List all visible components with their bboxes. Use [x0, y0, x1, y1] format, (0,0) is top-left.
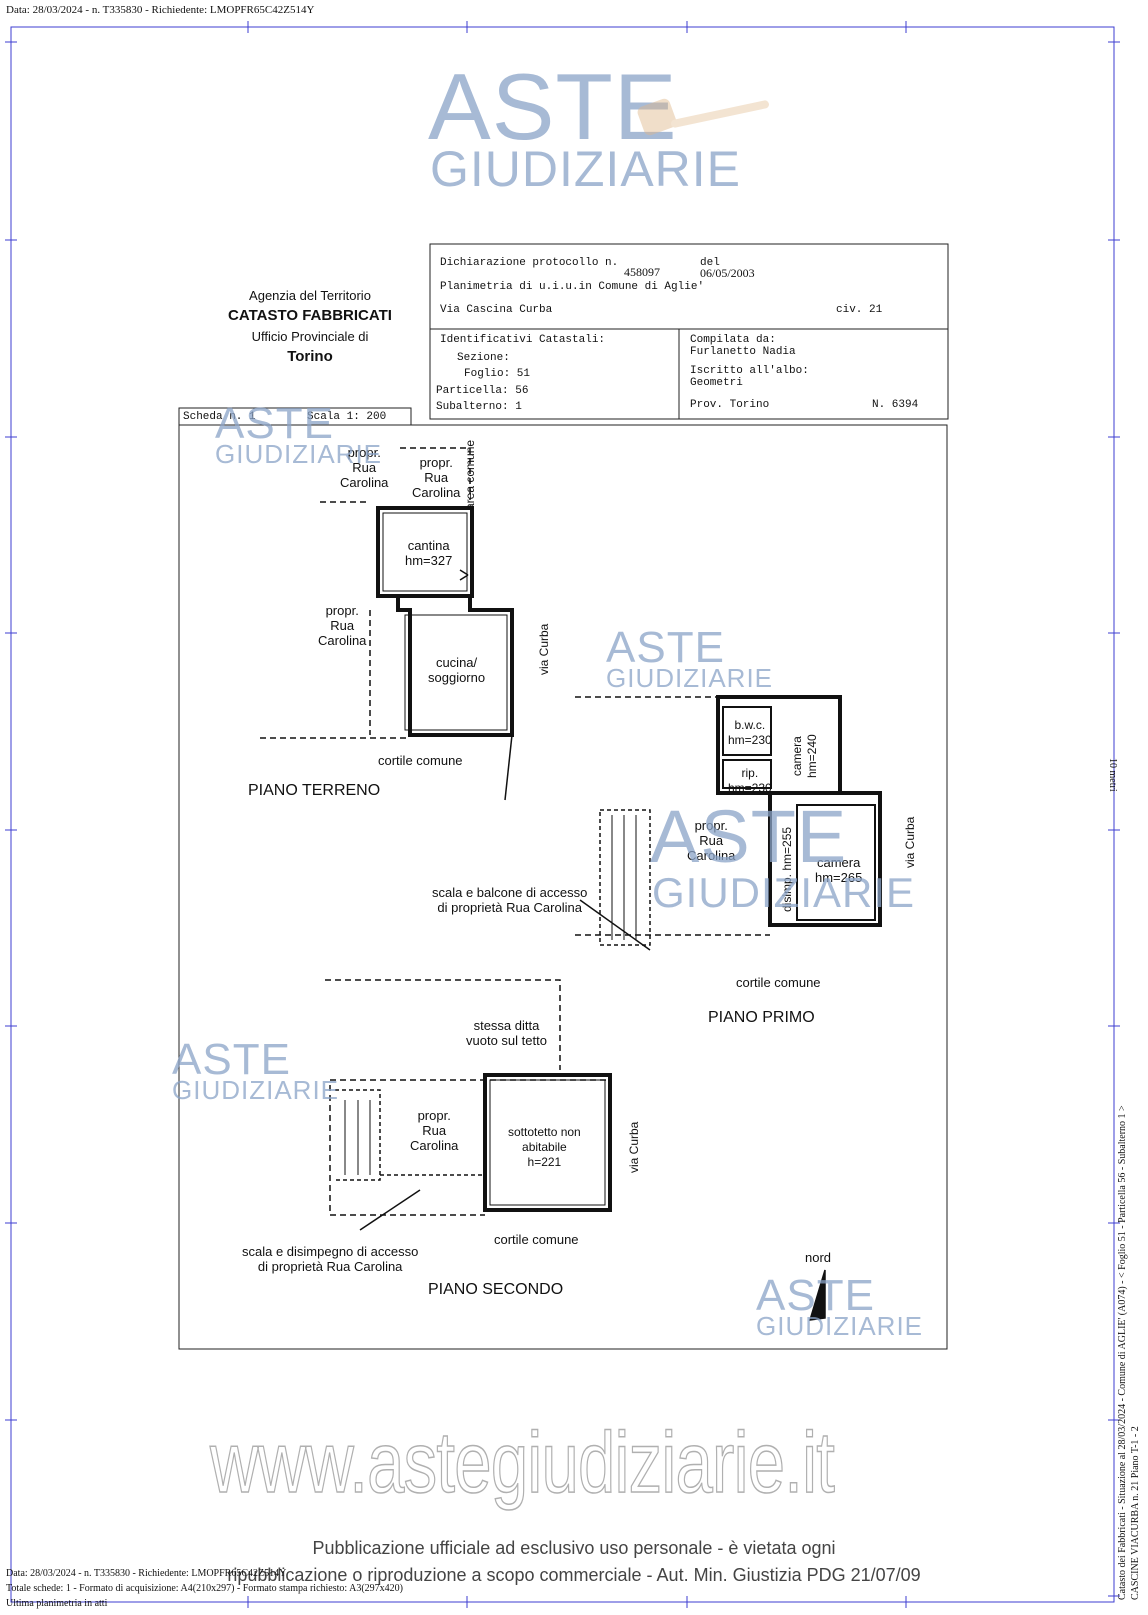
- piano-terreno-title: PIANO TERRENO: [248, 782, 381, 799]
- compiler-name: Furlanetto Nadia: [690, 346, 796, 358]
- catasto-title: CATASTO FABBRICATI: [228, 307, 392, 324]
- watermark-aste-small-1: ASTE: [215, 399, 334, 448]
- camera-240-label: camera hm=240: [790, 734, 819, 778]
- particella-label: Particella: 56: [436, 385, 529, 397]
- sottotetto-label: sottotetto non abitabile h=221: [508, 1125, 581, 1169]
- watermark-giudiziarie: GIUDIZIARIE: [430, 141, 742, 197]
- watermark-giudiziarie-small-1: GIUDIZIARIE: [215, 439, 383, 469]
- cortile-comune-1: cortile comune: [378, 753, 463, 768]
- watermark-aste-small-5: ASTE: [756, 1271, 875, 1320]
- prov-label: Prov. Torino: [690, 399, 770, 411]
- top-header: Data: 28/03/2024 - n. T335830 - Richiede…: [6, 4, 315, 16]
- side-text-1: Catasto dei Fabbricati - Situazione al 2…: [1117, 1105, 1128, 1600]
- protocol-label: Dichiarazione protocollo n.: [440, 257, 619, 269]
- propr-rua-carolina-1: propr. Rua Carolina: [340, 445, 389, 490]
- ufficio-label: Ufficio Provinciale di: [251, 329, 369, 344]
- area-comune-label: area comune: [463, 439, 477, 510]
- piano-primo-title: PIANO PRIMO: [708, 1009, 815, 1026]
- camera-265-label: camera hm=265: [815, 855, 863, 885]
- footer-line-1: Data: 28/03/2024 - n. T335830 - Richiede…: [6, 1568, 287, 1579]
- planimetria-text: Planimetria di u.i.u.in Comune di Aglie': [440, 281, 705, 293]
- torino-label: Torino: [287, 348, 333, 365]
- compiler-number: N. 6394: [872, 399, 919, 411]
- via-curba-label-3: via Curba: [627, 1121, 641, 1173]
- watermark-giudiziarie-small-2: GIUDIZIARIE: [606, 663, 774, 693]
- scheda-label: Scheda n. 1: [183, 411, 256, 423]
- watermark-aste-small-3: ASTE: [650, 795, 848, 878]
- watermark-giudiziarie-small-5: GIUDIZIARIE: [756, 1311, 924, 1341]
- propr-rua-carolina-3: propr. Rua Carolina: [318, 603, 367, 648]
- foglio-label: Foglio: 51: [464, 368, 531, 380]
- cantina-label: cantina hm=327: [405, 538, 453, 568]
- via-curba-label-1: via Curba: [537, 623, 551, 675]
- watermark-aste-small-2: ASTE: [606, 623, 725, 672]
- footer-line-2: Totale schede: 1 - Formato di acquisizio…: [6, 1583, 403, 1594]
- cortile-comune-3: cortile comune: [494, 1232, 579, 1247]
- identifiers-title: Identificativi Catastali:: [440, 334, 606, 346]
- stessa-ditta-label: stessa ditta vuoto sul tetto: [466, 1018, 547, 1048]
- bwc-label: b.w.c. hm=230: [728, 718, 772, 747]
- compilata-label: Compilata da:: [690, 334, 776, 346]
- declaration-date: 06/05/2003: [700, 266, 755, 280]
- rip-label: rip. hm=230: [728, 766, 772, 795]
- scale-label: 10 metri: [1107, 758, 1118, 792]
- del-label: del: [700, 257, 720, 269]
- scala-disimpegno-label: scala e disimpegno di accesso di proprie…: [242, 1244, 419, 1274]
- civ-text: civ. 21: [836, 304, 883, 316]
- agency-name: Agenzia del Territorio: [249, 288, 371, 303]
- nord-label: nord: [805, 1250, 832, 1265]
- albo-value: Geometri: [690, 377, 743, 389]
- propr-rua-carolina-4: propr. Rua Carolina: [687, 818, 736, 863]
- cucina-label: cucina/ soggiorno: [428, 655, 486, 685]
- gavel-icon: [637, 98, 769, 136]
- scala-label: Scala 1: 200: [307, 411, 387, 423]
- watermark-giudiziarie-small-4: GIUDIZIARIE: [172, 1075, 340, 1105]
- piano-secondo-title: PIANO SECONDO: [428, 1281, 564, 1298]
- agency-block: Agenzia del Territorio CATASTO FABBRICAT…: [210, 286, 410, 368]
- watermark-aste: ASTE: [428, 54, 678, 159]
- subalterno-label: Subalterno: 1: [436, 401, 522, 413]
- footer-line-3: Ultima planimetria in atti: [6, 1598, 108, 1609]
- via-curba-label-2: via Curba: [903, 816, 917, 868]
- cortile-comune-2: cortile comune: [736, 975, 821, 990]
- address-text: Via Cascina Curba: [440, 304, 553, 316]
- protocol-number: 458097: [624, 265, 660, 279]
- watermark-aste-small-4: ASTE: [172, 1035, 291, 1084]
- propr-rua-carolina-5: propr. Rua Carolina: [410, 1108, 459, 1153]
- watermark-giudiziarie-small-3: GIUDIZIARIE: [652, 869, 916, 916]
- sezione-label: Sezione:: [457, 352, 510, 364]
- iscritto-label: Iscritto all'albo:: [690, 365, 809, 377]
- notice-line-2: ripubblicazione o riproduzione a scopo c…: [227, 1565, 921, 1585]
- notice-line-1: Pubblicazione ufficiale ad esclusivo uso…: [312, 1538, 836, 1558]
- propr-rua-carolina-2: propr. Rua Carolina: [412, 455, 461, 500]
- watermark-url: www.astegiudiziarie.it: [209, 1415, 835, 1511]
- scala-balcone-label: scala e balcone di accesso di proprietà …: [432, 885, 588, 915]
